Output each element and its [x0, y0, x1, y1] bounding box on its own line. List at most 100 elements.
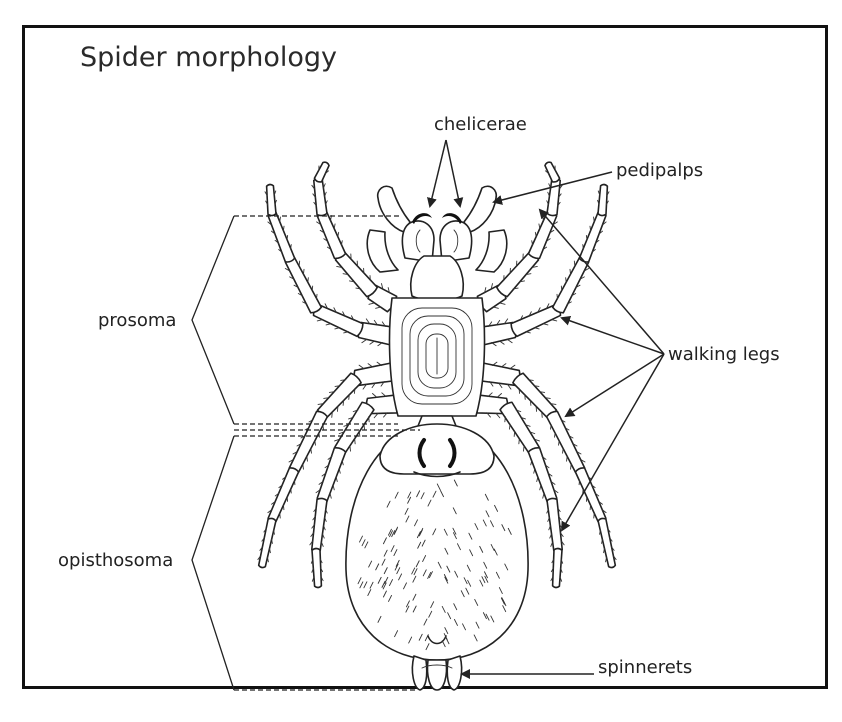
abdomen-hair [415, 560, 420, 568]
walking-leg-right-3-segment [574, 467, 607, 523]
abdomen-hair [425, 643, 430, 651]
leg-hair [605, 200, 609, 206]
leg-hair [300, 435, 306, 439]
leg-hair [534, 231, 537, 238]
walking-leg-left-4-segment [311, 547, 323, 589]
abdomen-hair [394, 630, 399, 638]
leg-hair [313, 507, 317, 512]
abdomen-hair [422, 555, 427, 562]
leg-hair [507, 384, 512, 390]
leg-hair [582, 244, 584, 250]
label-pedipalps: pedipalps [616, 160, 703, 181]
leg-hair [551, 558, 555, 564]
abdomen-hair [498, 587, 503, 594]
leg-hair [509, 423, 511, 430]
abdomen-hair [475, 621, 480, 629]
leg-hair [307, 277, 309, 283]
leg-hair [547, 472, 553, 477]
abdomen-hair [483, 561, 488, 569]
leg-hair [358, 364, 365, 369]
leg-hair [306, 455, 308, 462]
leg-hair [594, 239, 600, 244]
leg-hair [365, 318, 370, 324]
abdomen-hair [444, 627, 449, 635]
abdomen-hair [462, 623, 466, 631]
leg-hair [361, 339, 367, 344]
leg-hair [309, 540, 313, 546]
abdomen-hair [404, 507, 409, 515]
leg-hair [507, 339, 513, 344]
leg-hair [337, 231, 340, 238]
leg-hair [580, 459, 586, 463]
leg-hair [351, 315, 355, 321]
abdomen-hair [416, 531, 421, 539]
leg-hair [539, 391, 546, 393]
leg-hair [560, 285, 563, 292]
arrow-pedipalps [492, 171, 613, 205]
label-opisthosoma: opisthosoma [58, 550, 173, 571]
leg-hair [278, 484, 283, 489]
leg-hair [593, 216, 595, 223]
leg-hair [562, 447, 564, 454]
leg-hair [343, 331, 350, 334]
leg-hair [303, 268, 305, 275]
leg-hair [324, 191, 327, 197]
leg-hair [381, 321, 386, 327]
leg-hair [348, 416, 354, 420]
abdomen-hair [489, 520, 494, 528]
abdomen-hair [495, 571, 500, 579]
leg-hair [342, 273, 349, 276]
leg-hair [325, 323, 332, 326]
leg-hair [598, 501, 603, 505]
label-walking-legs: walking legs [668, 344, 780, 365]
leg-hair [613, 555, 617, 561]
abdomen-hair [416, 490, 421, 498]
leg-hair [603, 547, 605, 554]
leg-hair [500, 363, 507, 368]
abdomen-hair [377, 576, 382, 584]
leg-hair [316, 319, 323, 322]
leg-hair [311, 576, 315, 582]
abdomen-hair [443, 633, 448, 640]
leg-hair [373, 412, 379, 419]
legs-right [475, 161, 617, 589]
leg-hair [585, 234, 588, 241]
leg-hair [519, 280, 525, 283]
leg-hair [322, 423, 324, 430]
leg-hair [332, 484, 335, 491]
leg-hair [316, 293, 318, 300]
leg-hair [358, 430, 361, 437]
leg-hair [302, 301, 308, 305]
abdomen-hair [427, 572, 432, 579]
leg-hair [340, 379, 347, 381]
leg-hair [513, 430, 516, 437]
abdomen-hair [412, 605, 417, 613]
abdomen-hair [452, 507, 457, 515]
abdomen-hair [469, 549, 474, 557]
leg-hair [496, 393, 502, 398]
abdomen-hair [424, 634, 429, 642]
leg-hair [606, 191, 610, 197]
leg-hair [367, 363, 374, 368]
leg-hair [313, 201, 317, 207]
leg-hair [533, 385, 540, 387]
abdomen-hair [411, 567, 416, 575]
leg-hair [544, 464, 550, 469]
walking-leg-left-2-segment [265, 183, 277, 217]
leg-hair [304, 427, 310, 431]
leg-hair [334, 385, 341, 387]
abdomen-hair [466, 564, 471, 572]
abdomen-hair [414, 519, 418, 527]
walking-leg-right-3-segment [545, 410, 586, 474]
leg-hair [323, 525, 326, 531]
abdomen-hair [485, 613, 490, 621]
leg-hair [544, 170, 550, 175]
leg-hair [512, 287, 519, 290]
walking-leg-right-4-segment [499, 401, 540, 454]
abdomen-hair [444, 576, 449, 584]
abdomen-hair [412, 575, 417, 583]
leg-hair [311, 184, 315, 190]
abdomen-hair [381, 580, 386, 588]
leg-hair [327, 456, 333, 460]
walking-leg-left-3-segment [288, 410, 329, 474]
